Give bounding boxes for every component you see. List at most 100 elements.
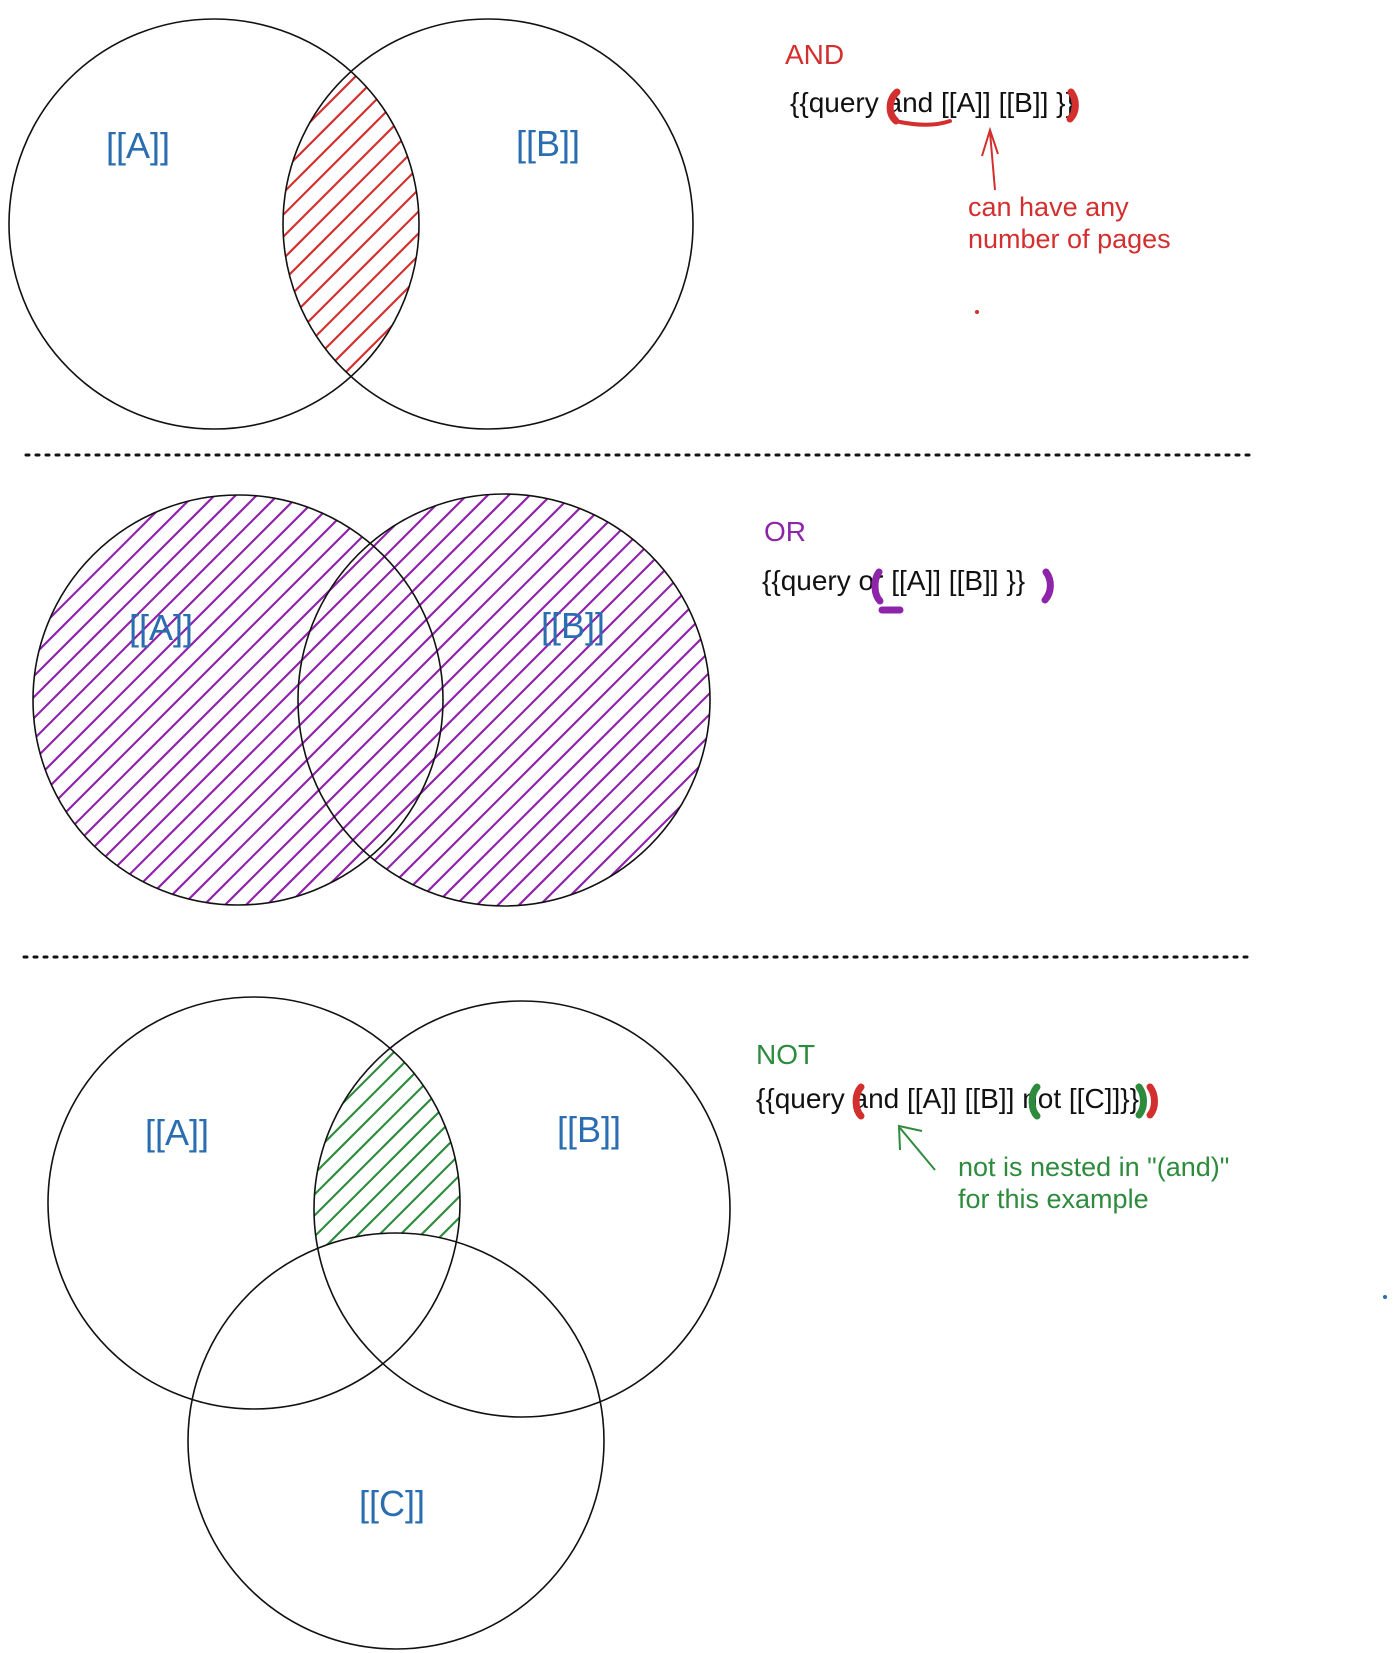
hatch-stroke [332, 1029, 460, 1261]
hatch-stroke [461, 494, 710, 906]
hatch-stroke [314, 1029, 459, 1261]
nesting-arrow-icon [897, 1124, 936, 1171]
hatch-stroke [353, 1029, 460, 1261]
circle-b [282, 18, 694, 430]
hatch-stroke [314, 1029, 460, 1261]
close-paren-mark [1146, 1083, 1158, 1119]
open-paren-mark [871, 568, 884, 605]
hatch-stroke [314, 1029, 417, 1261]
hatch-stroke [0, 50, 250, 400]
hatch-stroke [33, 494, 231, 906]
hatch-stroke [283, 49, 405, 401]
label-a: [[A]] [129, 607, 193, 648]
circle-b [297, 493, 711, 907]
hatch-stroke [33, 494, 378, 906]
and-heading: AND [785, 39, 844, 70]
hatch-stroke [283, 49, 419, 401]
label-b: [[B]] [516, 123, 580, 164]
hatch-stroke [33, 494, 420, 906]
hatch-stroke [482, 494, 710, 906]
query-close: }} [999, 565, 1025, 596]
hatch-stroke [293, 494, 710, 906]
hatch-stroke [587, 494, 710, 906]
query-pages: [[A]] [[B]] [899, 1083, 1022, 1114]
hatch-stroke [395, 1029, 460, 1261]
label-a: [[A]] [106, 125, 170, 166]
query-open: {{query [762, 565, 859, 596]
hatch-stroke [377, 494, 710, 906]
hatch-stroke [209, 494, 651, 906]
and-note: can have any number of pages [968, 192, 1171, 254]
hatch-stroke [650, 494, 710, 906]
query-inner-keyword: not [1022, 1083, 1061, 1114]
circle-a [8, 18, 420, 430]
hatch-stroke [283, 49, 383, 401]
open-paren-mark [852, 1083, 865, 1120]
hatch-stroke [566, 494, 710, 906]
hatch-stroke [524, 494, 710, 906]
hatch-stroke [398, 494, 710, 906]
hatch-stroke [383, 49, 419, 401]
hatch-stroke [608, 494, 710, 906]
query-pages: [[A]] [[B]] [933, 87, 1048, 118]
label-b: [[B]] [541, 605, 605, 646]
inner-close-paren-mark [1135, 1083, 1147, 1119]
circle-b [313, 1000, 731, 1418]
hatch-stroke [283, 49, 419, 401]
hatch-stroke [283, 49, 419, 401]
hatch-stroke [104, 494, 546, 906]
or-query: {{query or [[A]] [[B]] }} [762, 565, 1025, 596]
hatch-stroke [33, 494, 126, 906]
hatch-stroke [283, 49, 295, 401]
hatch-stroke [374, 1029, 460, 1261]
hatch-stroke [33, 494, 210, 906]
hatch-stroke [33, 494, 315, 906]
hatch-stroke [503, 494, 710, 906]
hatch-stroke [629, 494, 710, 906]
hatch-stroke [33, 494, 462, 906]
open-paren-mark [886, 88, 901, 125]
hatch-stroke [314, 1029, 460, 1261]
query-inner-pages: [[C]] [1061, 1083, 1120, 1114]
hatch-stroke [33, 494, 399, 906]
hatch-stroke [125, 494, 567, 906]
label-b: [[B]] [557, 1109, 621, 1150]
keyword-underline [898, 119, 952, 127]
hatch-stroke [283, 49, 361, 401]
hatch-stroke [314, 1029, 460, 1261]
query-close: }} [1120, 1083, 1139, 1114]
hatch-stroke [0, 480, 20, 920]
circle-a [32, 494, 444, 906]
hatch-stroke [671, 494, 710, 906]
hatch-stroke [33, 494, 336, 906]
hatch-stroke [283, 49, 317, 401]
hatch-stroke [416, 1029, 460, 1261]
hatch-stroke [283, 49, 419, 401]
hatch-stroke [33, 494, 273, 906]
hatch-stroke [283, 49, 419, 401]
hatch-stroke [314, 1029, 438, 1261]
hatch-stroke [314, 1029, 333, 1261]
hatch-stroke [295, 49, 419, 401]
and-section: [[A]] [[B]] AND {{query and [[A]] [[B]] … [0, 18, 1171, 430]
inner-open-paren-mark [1028, 1083, 1041, 1120]
circle-c [187, 1232, 605, 1650]
query-open: {{query [756, 1083, 853, 1114]
hatch-stroke [33, 494, 357, 906]
hatch-stroke [33, 494, 252, 906]
not-note: not is nested in "(and)" for this exampl… [958, 1152, 1237, 1214]
hatch-stroke [361, 49, 419, 401]
stray-dot [1383, 1295, 1387, 1299]
close-paren-mark [1041, 568, 1054, 604]
hatch-stroke [62, 494, 504, 906]
hatch-stroke [33, 494, 294, 906]
hatch-stroke [83, 494, 525, 906]
hatch-stroke [33, 494, 84, 906]
hatch-stroke [405, 49, 419, 401]
hatch-stroke [317, 49, 419, 401]
hatch-stroke [440, 494, 710, 906]
and-query: {{query and [[A]] [[B]] }} [790, 87, 1075, 118]
or-heading: OR [764, 516, 806, 547]
query-open: {{query [790, 87, 887, 118]
